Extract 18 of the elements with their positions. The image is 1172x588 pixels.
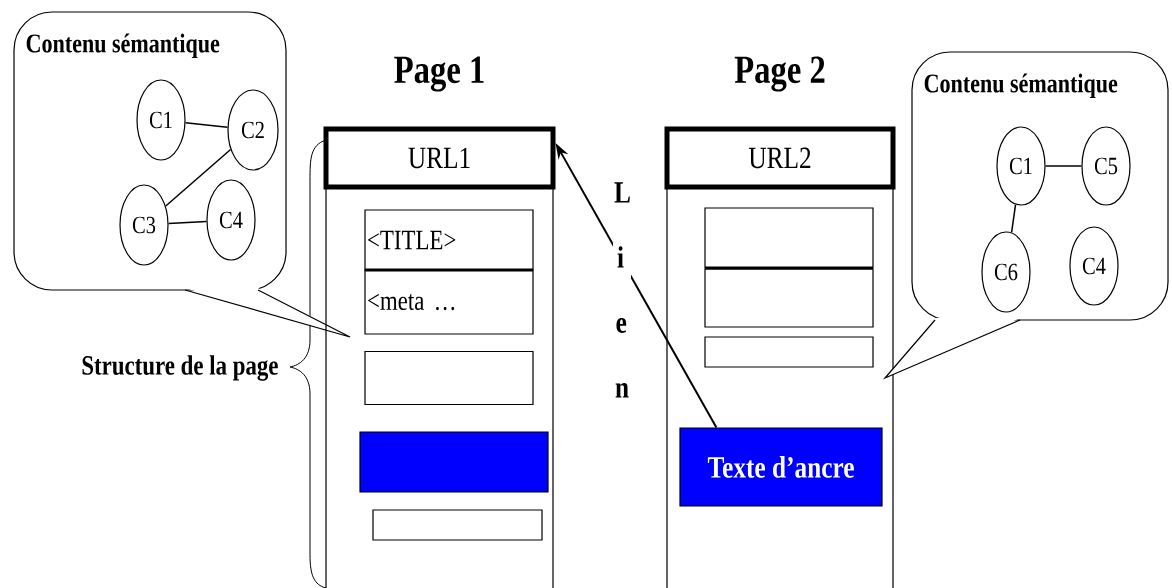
relation-line	[167, 220, 208, 225]
relation-line	[1010, 203, 1017, 234]
content-box	[704, 207, 874, 269]
content-box	[704, 268, 874, 328]
url-box: URL2	[664, 126, 896, 190]
tag-box: <meta …	[364, 269, 534, 335]
relation-line	[165, 148, 232, 207]
content-box	[704, 336, 874, 368]
link-box	[359, 431, 549, 493]
anchor-text-box: Texte d’ancre	[679, 427, 883, 507]
content-box	[364, 350, 534, 406]
relation-line	[184, 121, 229, 128]
content-box	[372, 509, 543, 541]
brace-label: Structure de la page	[82, 355, 278, 381]
url-box: URL1	[323, 126, 556, 190]
relation-line	[1044, 165, 1083, 167]
tag-box: <TITLE>	[364, 209, 534, 271]
edge-label: Lien	[613, 181, 631, 399]
